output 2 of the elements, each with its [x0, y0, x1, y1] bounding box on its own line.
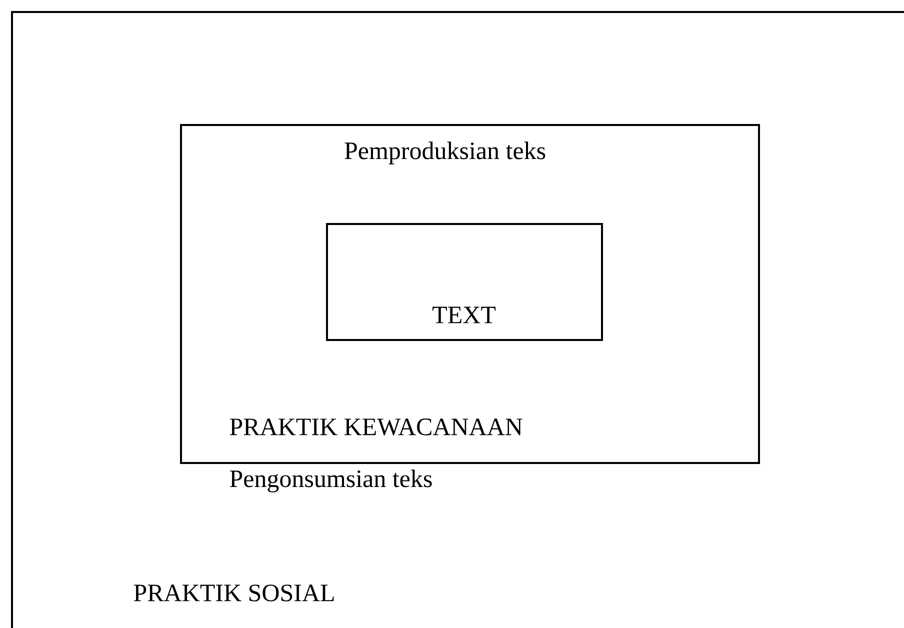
node-label: Pengonsumsian teks: [230, 470, 432, 492]
inner-box: TEXT: [326, 223, 603, 341]
